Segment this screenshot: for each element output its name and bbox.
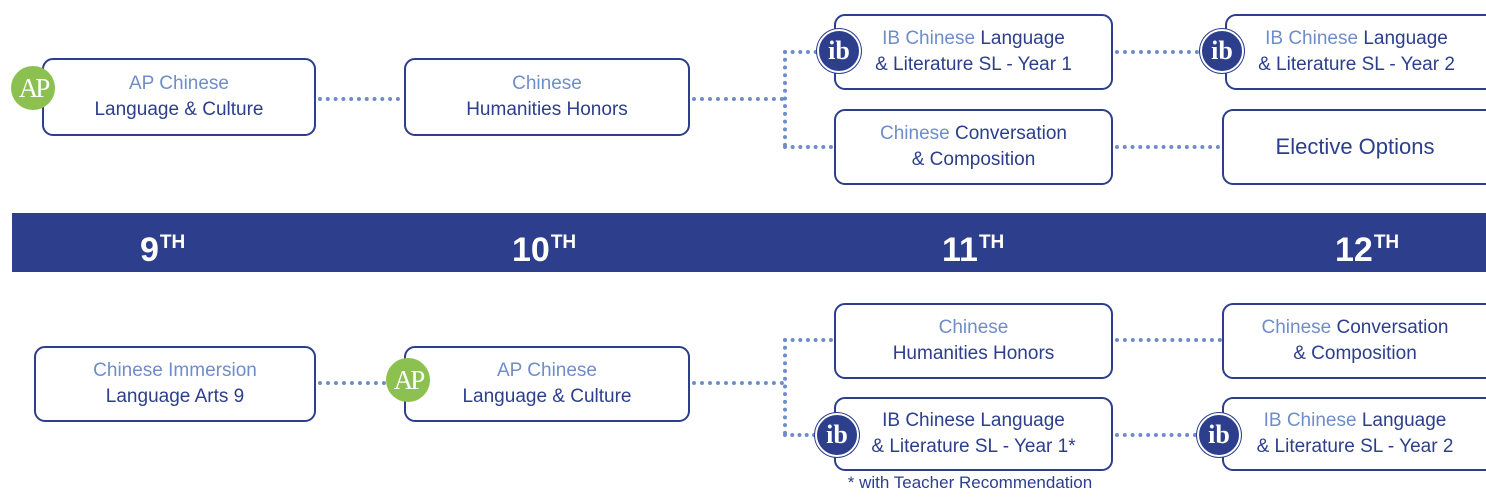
connector — [783, 50, 833, 54]
ib-badge-icon: ib — [1197, 413, 1241, 457]
connector — [1115, 433, 1197, 437]
course-ib-year-2: IB Chinese Language & Literature SL - Ye… — [1225, 14, 1486, 90]
course-line-1: Chinese — [938, 317, 1009, 338]
connector — [1115, 338, 1222, 342]
course-line-2: Humanities Honors — [892, 343, 1055, 364]
course-line-1: Chinese Conversation — [1261, 317, 1449, 338]
connector — [1115, 50, 1207, 54]
ib-badge-icon: ib — [815, 413, 859, 457]
course-line-1: AP Chinese — [497, 360, 597, 381]
connector — [783, 145, 833, 149]
course-line-2: & Composition — [1293, 343, 1417, 364]
ib-badge-icon: ib — [817, 29, 861, 73]
course-label: Elective Options — [1275, 134, 1435, 159]
connector — [783, 338, 787, 435]
grade-10-label: 10TH — [512, 231, 577, 269]
course-line-1: IB Chinese Language — [1265, 28, 1448, 49]
grade-12-label: 12TH — [1335, 231, 1400, 269]
course-ib-year-1: IB Chinese Language & Literature SL - Ye… — [834, 14, 1113, 90]
grade-11-label: 11TH — [942, 231, 1005, 269]
connector — [783, 433, 816, 437]
course-immersion-language-arts: Chinese Immersion Language Arts 9 — [34, 346, 316, 422]
course-line-1: Chinese Conversation — [880, 123, 1067, 144]
course-conversation-composition: Chinese Conversation & Composition — [834, 109, 1113, 185]
course-line-1: Chinese Immersion — [93, 360, 257, 381]
connector — [692, 97, 784, 101]
course-line-2: Language Arts 9 — [105, 386, 245, 407]
grade-9-label: 9TH — [140, 231, 186, 269]
connector — [318, 381, 386, 385]
ib-badge-icon: ib — [1200, 29, 1244, 73]
connector — [1115, 145, 1220, 149]
course-line-1: IB Chinese Language — [882, 410, 1065, 431]
course-elective-options: Elective Options — [1222, 109, 1486, 185]
course-line-2: & Literature SL - Year 1* — [871, 436, 1076, 457]
course-line-2: & Literature SL - Year 2 — [1258, 54, 1455, 75]
course-line-2: & Composition — [911, 149, 1036, 170]
course-conversation-composition: Chinese Conversation & Composition — [1222, 303, 1486, 379]
course-line-2: Humanities Honors — [466, 99, 628, 120]
course-ap-chinese: AP Chinese Language & Culture — [404, 346, 690, 422]
grade-band — [12, 213, 1486, 272]
connector — [783, 338, 833, 342]
course-line-1: Chinese — [512, 73, 582, 94]
connector — [783, 50, 787, 147]
ap-badge-icon: AP — [11, 66, 55, 110]
course-line-1: IB Chinese Language — [882, 28, 1065, 49]
connector — [318, 97, 400, 101]
course-ib-year-1: IB Chinese Language & Literature SL - Ye… — [834, 397, 1113, 471]
footnote: * with Teacher Recommendation — [847, 473, 1093, 492]
course-line-2: & Literature SL - Year 2 — [1256, 436, 1454, 457]
course-line-1: IB Chinese Language — [1263, 410, 1447, 431]
course-humanities-honors: Chinese Humanities Honors — [404, 58, 690, 136]
course-line-2: Language & Culture — [94, 99, 264, 120]
course-line-2: Language & Culture — [462, 386, 632, 407]
course-ap-chinese: AP Chinese Language & Culture — [42, 58, 316, 136]
course-ib-year-2: IB Chinese Language & Literature SL - Ye… — [1222, 397, 1486, 471]
course-humanities-honors: Chinese Humanities Honors — [834, 303, 1113, 379]
course-line-1: AP Chinese — [129, 73, 229, 94]
course-line-2: & Literature SL - Year 1 — [875, 54, 1072, 75]
ap-badge-icon: AP — [386, 358, 430, 402]
connector — [692, 381, 784, 385]
